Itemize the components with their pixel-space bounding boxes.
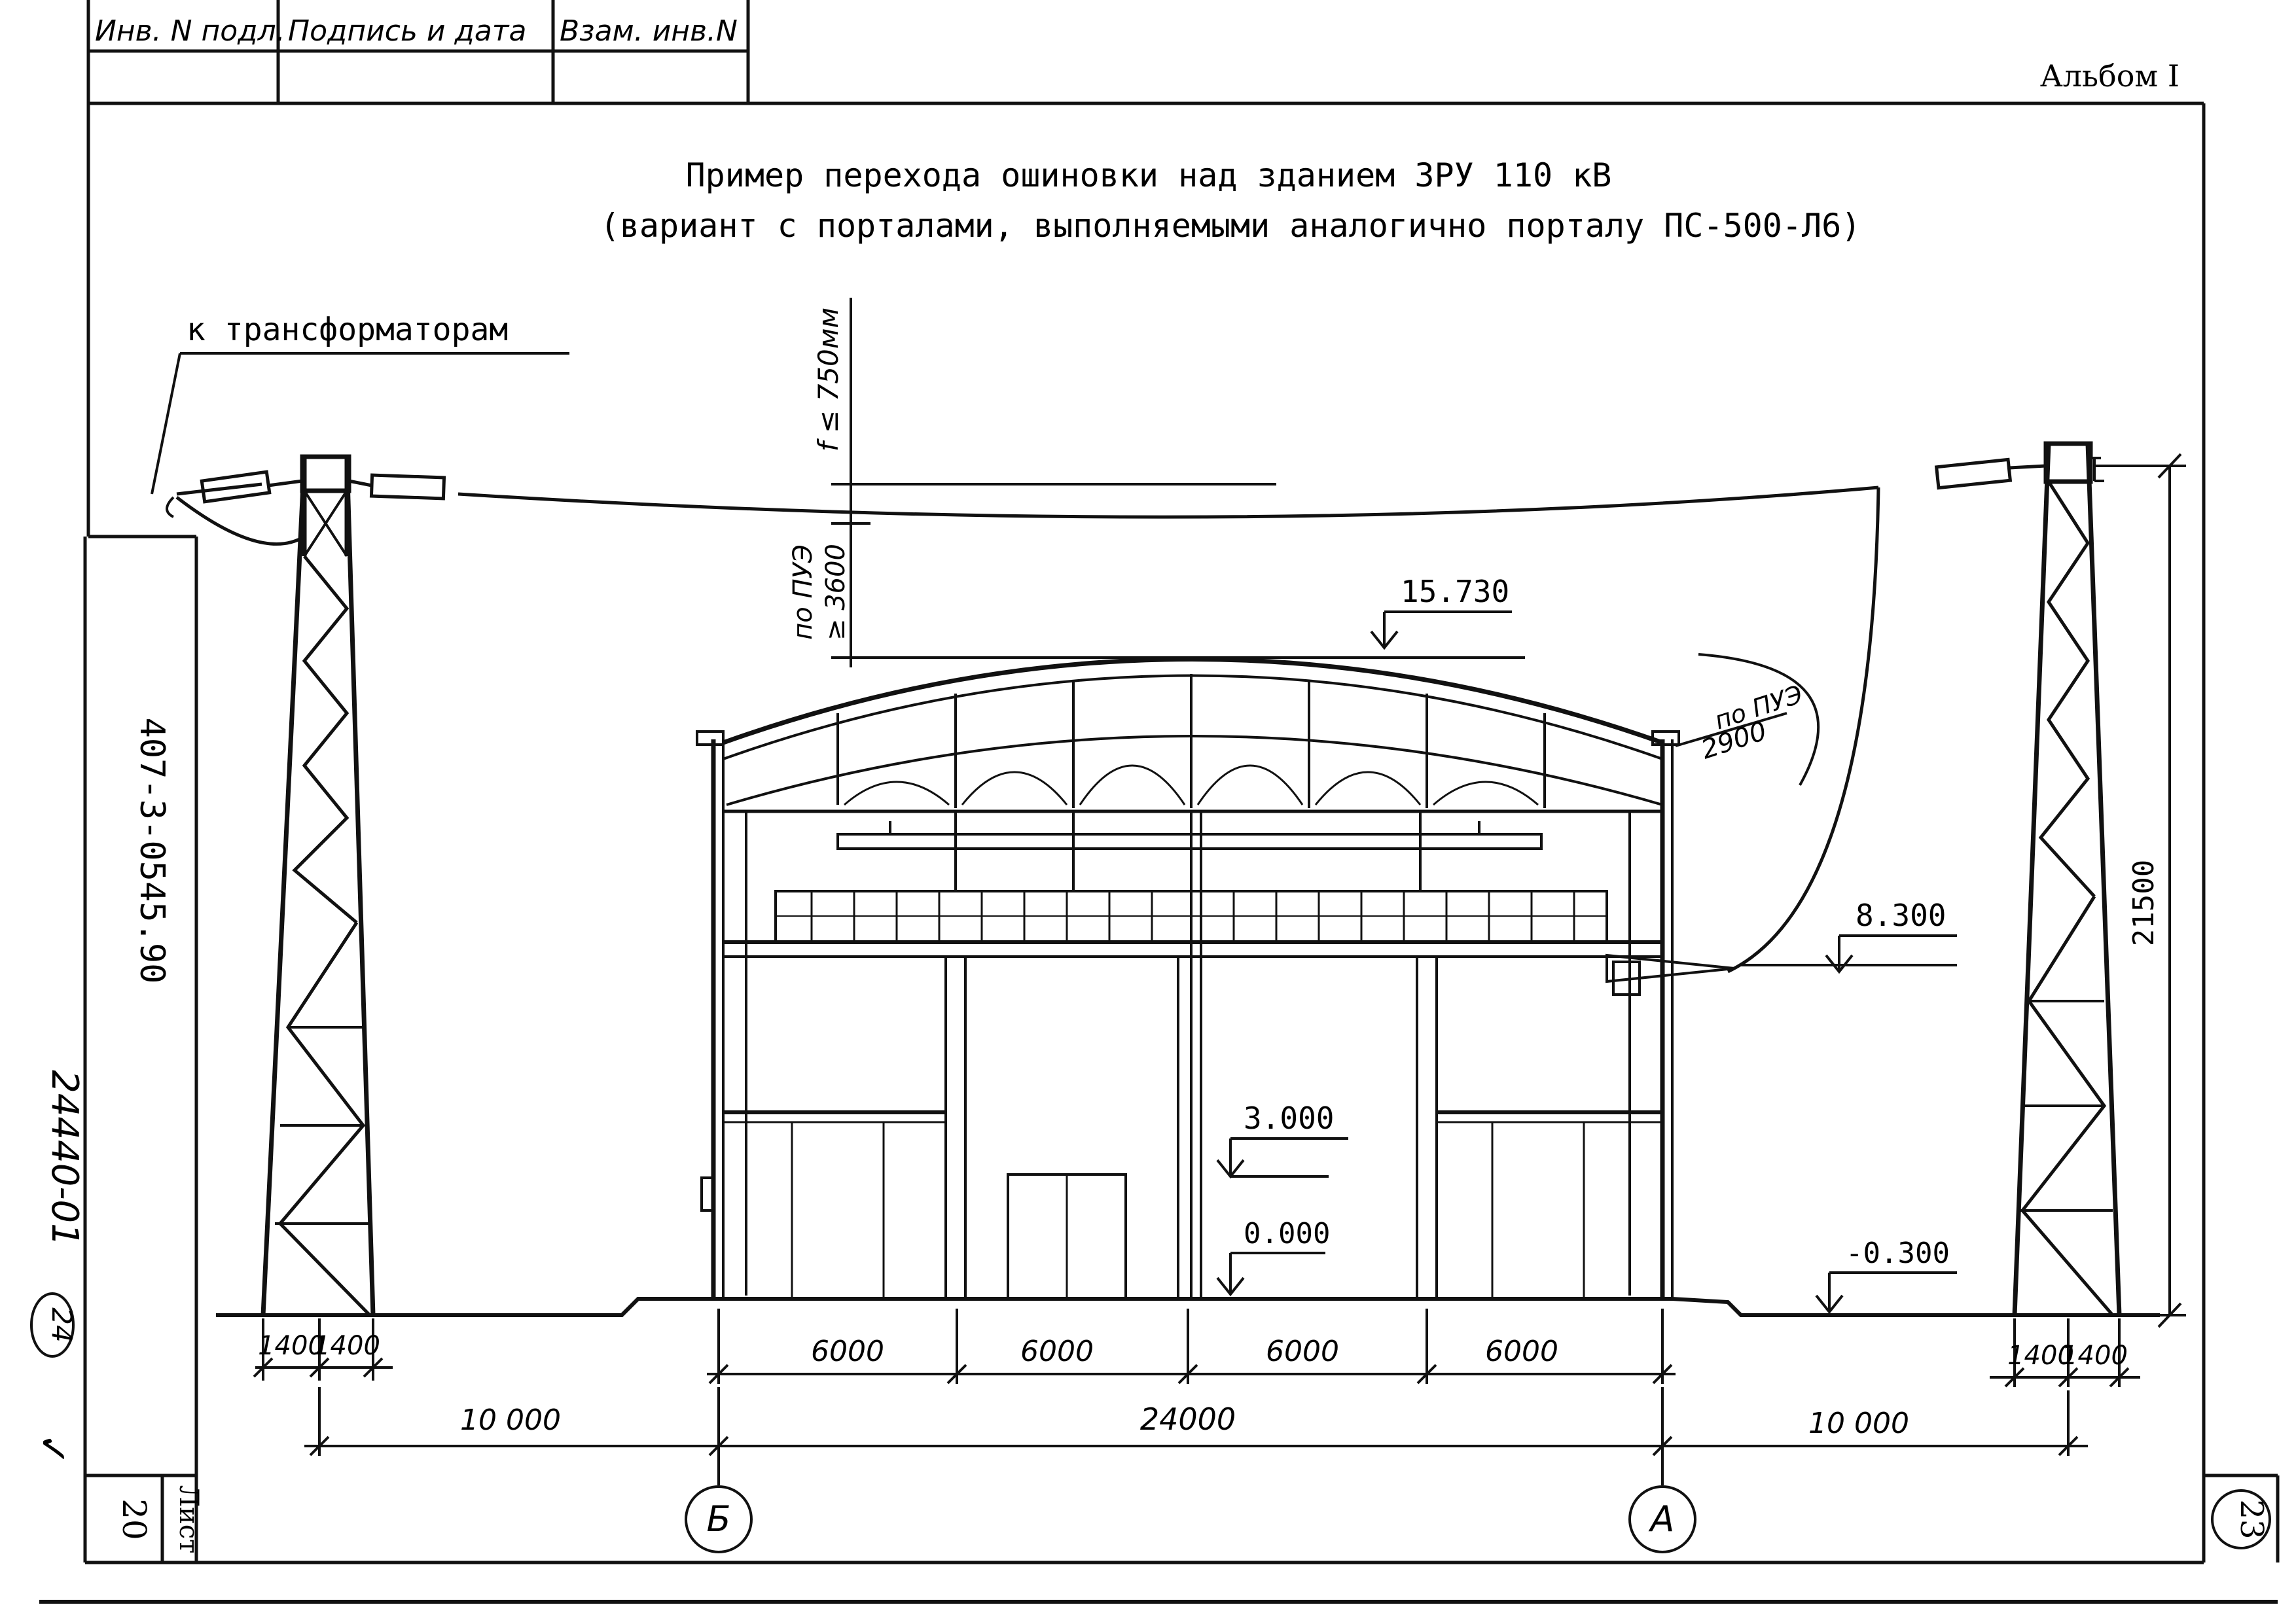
right-base-dim-a: 1400	[2007, 1341, 2074, 1371]
document-code: 407-3-0545.90	[132, 718, 171, 984]
bay-dim-3: 6000	[1266, 1335, 1339, 1368]
overall-dimensions	[304, 1387, 2088, 1485]
portal-height-dimension	[2094, 453, 2186, 1328]
elevation-3000-mark	[1216, 1137, 1348, 1179]
stamp-cell-inventory: Инв. N подл.	[95, 14, 285, 48]
bay-dim-1: 6000	[811, 1335, 884, 1368]
inventory-circle-number: 24	[46, 1307, 78, 1342]
clearance-pue-label: по ПУЭ	[788, 544, 818, 640]
elevation-zero-mark	[1216, 1252, 1325, 1297]
right-base-dim-b: 1400	[2061, 1341, 2128, 1371]
drawing-title-line-1: Пример перехода ошиновки над зданием ЗРУ…	[686, 156, 1612, 194]
total-span-dim: 24000	[1140, 1402, 1236, 1437]
inventory-number: 24440-01	[43, 1070, 86, 1246]
sag-label: f ≤ 750мм	[812, 308, 844, 451]
transformer-leader	[151, 352, 569, 495]
left-base-dim-a: 1400	[258, 1331, 325, 1361]
side-clearance-arc	[1675, 653, 1820, 786]
sheet-number: 20	[115, 1498, 153, 1540]
base-dimensions-right	[1990, 1318, 2140, 1388]
page-number-badge: 23	[2211, 1489, 2271, 1549]
base-dimensions-left	[253, 1318, 393, 1381]
left-portal-tower	[260, 454, 376, 1316]
bay-dim-2: 6000	[1020, 1335, 1094, 1368]
left-base-dim-b: 1400	[314, 1331, 380, 1361]
bay-dimensions	[707, 1309, 1676, 1385]
switchgear-building	[216, 657, 2160, 1317]
left-span-dim: 10 000	[460, 1403, 561, 1437]
elevation-3000: 3.000	[1244, 1101, 1334, 1136]
album-label: Альбом I	[2040, 58, 2179, 94]
stamp-cell-signature: Подпись и дата	[288, 14, 526, 48]
axis-marker-b: Б	[685, 1485, 753, 1553]
right-span-dim: 10 000	[1808, 1407, 1909, 1440]
page-number: 23	[2233, 1499, 2270, 1539]
stamp-cell-replace: Взам. инв.N	[560, 14, 738, 48]
sheet-label: Лист	[173, 1485, 204, 1554]
elevation-8300: 8.300	[1856, 898, 1946, 933]
elevation-zero: 0.000	[1244, 1217, 1330, 1250]
clearance-value: ≥ 3600	[821, 544, 851, 641]
insulator-strings	[200, 457, 2104, 504]
elevation-ground-mark	[1815, 1271, 1957, 1315]
inventory-circle: 24	[30, 1292, 78, 1358]
axis-marker-a: А	[1628, 1485, 1696, 1553]
elevation-roof: 15.730	[1401, 574, 1509, 609]
busbar-conductor	[166, 482, 1880, 974]
right-portal-tower	[2012, 441, 2122, 1316]
elevation-ground: -0.300	[1846, 1237, 1950, 1270]
portal-height: 21500	[2127, 860, 2161, 946]
transformer-label: к трансформаторам	[187, 311, 508, 348]
bay-dim-4: 6000	[1485, 1335, 1558, 1368]
drawing-title-line-2: (вариант с порталами, выполняемыми анало…	[600, 207, 1861, 245]
axis-label-b: Б	[706, 1498, 730, 1540]
elevation-8300-mark	[1741, 934, 1957, 974]
sheet-frame	[39, 0, 2280, 1604]
approval-mark: ✓	[29, 1433, 75, 1466]
axis-label-a: А	[1649, 1498, 1675, 1540]
elevation-roof-mark	[1370, 610, 1512, 650]
